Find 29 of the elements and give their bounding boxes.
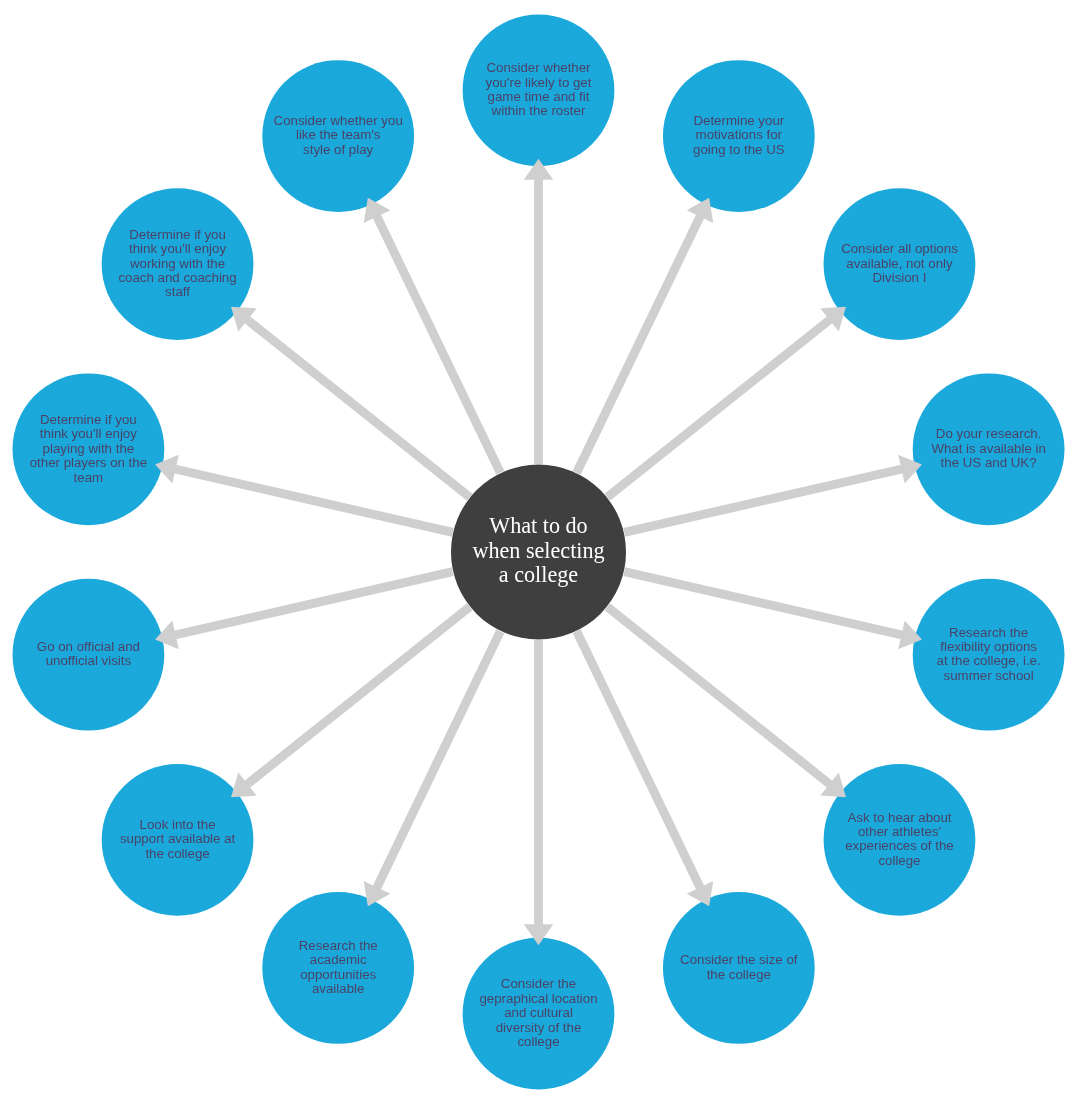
node-circle: Research the flexibility options at the college, i.e. summer school bbox=[912, 578, 1065, 731]
node-circle: Do your research. What is available in the US and UK? bbox=[912, 372, 1065, 525]
arrow bbox=[572, 197, 714, 475]
node-circle: Determine your motivations for going to the US bbox=[662, 59, 815, 212]
node-circle: Determine if you think you'll enjoy working with the coach and coaching staff bbox=[101, 187, 254, 340]
arrow bbox=[231, 602, 473, 797]
node-circle: Consider the gepraphical location and cultural diversity of the college bbox=[462, 937, 615, 1090]
node-circle: Consider whether you're likely to get game time and fit within the roster bbox=[462, 13, 615, 166]
node-circle: Consider whether you like the team's style of play bbox=[262, 59, 415, 212]
arrow bbox=[523, 158, 554, 464]
node-circle: Determine if you think you'll enjoy playing with the other players on the team bbox=[12, 372, 165, 525]
arrow bbox=[604, 602, 846, 797]
arrow bbox=[623, 454, 922, 537]
arrow bbox=[523, 639, 554, 945]
node-circle: Consider all options available, not only Division I bbox=[823, 187, 976, 340]
node-circle: Research the academic opportunities available bbox=[262, 891, 415, 1044]
arrow bbox=[155, 566, 454, 649]
arrow bbox=[155, 454, 454, 537]
arrow bbox=[363, 628, 505, 906]
arrow bbox=[604, 306, 846, 501]
node-circle: Ask to hear about other athletes' experiences of the college bbox=[823, 763, 976, 916]
arrow bbox=[623, 566, 922, 649]
node-circle: Consider the size of the college bbox=[662, 891, 815, 1044]
arrow bbox=[231, 306, 473, 501]
node-circle: What to do when selecting a college bbox=[451, 464, 626, 639]
node-circle: Go on official and unofficial visits bbox=[12, 578, 165, 731]
arrow bbox=[572, 628, 714, 906]
node-circle: Look into the support available at the college bbox=[101, 763, 254, 916]
arrow bbox=[363, 197, 505, 475]
